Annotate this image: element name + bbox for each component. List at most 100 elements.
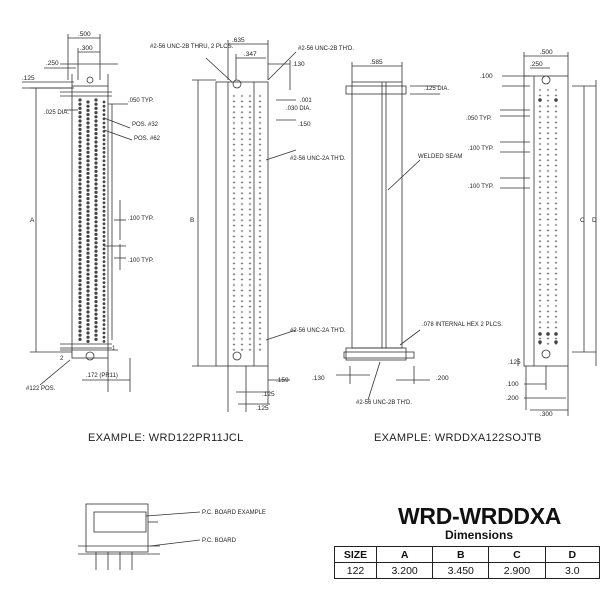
pin-mark bbox=[538, 88, 542, 92]
pin-mark bbox=[546, 164, 550, 167]
pin-dot bbox=[102, 180, 106, 184]
pin-dot bbox=[102, 109, 106, 112]
pin-dot bbox=[78, 279, 82, 283]
pin-dot bbox=[86, 171, 90, 175]
pin-mark bbox=[538, 240, 542, 243]
pin-dot bbox=[94, 182, 98, 186]
pin-mark bbox=[240, 343, 244, 346]
pin-mark bbox=[554, 283, 558, 286]
pin-dot bbox=[86, 167, 90, 171]
pin-mark bbox=[232, 332, 236, 335]
pin-dot bbox=[102, 218, 106, 222]
pin-mark bbox=[546, 223, 550, 227]
pin-mark bbox=[538, 218, 542, 221]
pin-mark bbox=[538, 105, 542, 108]
pin-mark bbox=[554, 229, 558, 232]
pin-mark bbox=[258, 121, 262, 125]
pin-mark bbox=[258, 138, 262, 141]
pin-mark bbox=[258, 262, 262, 265]
pin-dot bbox=[86, 218, 90, 222]
pin-dot bbox=[78, 283, 82, 287]
pin-dot bbox=[86, 108, 90, 112]
pin-dot bbox=[78, 237, 82, 241]
svg-text:#2-56 UNC-2A TH'D.: #2-56 UNC-2A TH'D. bbox=[290, 328, 346, 334]
pin-dot bbox=[78, 161, 82, 165]
pin-dot bbox=[94, 258, 98, 262]
pin-dot bbox=[102, 306, 106, 310]
pin-mark bbox=[546, 272, 550, 275]
pin-mark bbox=[248, 332, 252, 335]
pin-dot bbox=[86, 327, 90, 331]
pin-dot bbox=[86, 268, 90, 272]
pin-mark bbox=[546, 229, 550, 232]
pin-dot bbox=[86, 176, 90, 180]
pin-mark bbox=[240, 197, 244, 200]
pin-dot bbox=[94, 190, 98, 194]
pin-mark bbox=[546, 99, 550, 102]
pin-dot bbox=[78, 127, 82, 131]
svg-text:C: C bbox=[580, 217, 585, 224]
pin-dot bbox=[78, 287, 82, 291]
pin-dot bbox=[86, 213, 90, 217]
pin-dot bbox=[94, 216, 98, 220]
pin-mark bbox=[248, 283, 252, 287]
pin-mark bbox=[538, 223, 542, 227]
pin-dot bbox=[86, 276, 90, 280]
pin-mark bbox=[554, 207, 558, 210]
pin-dot bbox=[78, 157, 82, 161]
pin-mark bbox=[258, 256, 262, 260]
svg-text:.050 TYP.: .050 TYP. bbox=[128, 98, 154, 104]
svg-text:.078 INTERNAL HEX 2 PLCS.: .078 INTERNAL HEX 2 PLCS. bbox=[422, 322, 503, 328]
pin-mark bbox=[258, 240, 262, 243]
pin-dot bbox=[86, 226, 90, 230]
pin-mark bbox=[546, 261, 550, 264]
pin-mark bbox=[258, 251, 262, 254]
pin-dot bbox=[78, 115, 82, 119]
pin-dot bbox=[102, 281, 106, 284]
pin-mark bbox=[554, 250, 558, 254]
pin-mark bbox=[248, 219, 252, 222]
pin-mark bbox=[248, 327, 252, 330]
pin-mark bbox=[538, 321, 542, 324]
svg-text:.125: .125 bbox=[256, 405, 269, 412]
pin-mark bbox=[258, 197, 262, 200]
pin-mark bbox=[248, 321, 252, 324]
pin-mark bbox=[258, 300, 262, 303]
pin-mark bbox=[232, 294, 236, 297]
pin-dot bbox=[102, 214, 106, 217]
pin-dot bbox=[94, 241, 98, 245]
pin-dot bbox=[94, 148, 98, 152]
pin-dot bbox=[94, 312, 98, 316]
pin-dot bbox=[86, 125, 90, 129]
pin-mark bbox=[538, 272, 542, 275]
pin-mark bbox=[546, 218, 550, 221]
pin-dot bbox=[94, 169, 98, 173]
pin-dot bbox=[102, 230, 106, 234]
pin-dot bbox=[78, 300, 82, 304]
pin-dot bbox=[78, 337, 82, 341]
pin-dot bbox=[102, 310, 106, 314]
pin-mark bbox=[554, 94, 558, 97]
pin-dot bbox=[78, 249, 82, 253]
pin-dot bbox=[102, 159, 106, 163]
svg-text:.100: .100 bbox=[506, 381, 519, 388]
drawing-3-labels: .500 .250 .100 .050 TYP. .100 TYP. .100 … bbox=[466, 49, 597, 418]
pin-mark bbox=[232, 278, 236, 281]
pin-mark bbox=[240, 224, 244, 227]
svg-text:1: 1 bbox=[112, 346, 116, 352]
pin-mark bbox=[248, 235, 252, 238]
pin-dot bbox=[94, 283, 98, 287]
pin-dot bbox=[86, 230, 90, 234]
svg-text:2: 2 bbox=[60, 356, 64, 362]
pin-mark bbox=[232, 213, 236, 216]
pin-mark bbox=[554, 299, 558, 302]
pin-dot bbox=[94, 325, 98, 329]
pin-dot bbox=[86, 134, 90, 138]
pin-mark bbox=[538, 267, 542, 270]
pin-dot bbox=[86, 331, 90, 335]
pin-dot bbox=[94, 333, 98, 337]
pin-dot bbox=[102, 264, 106, 268]
pin-mark bbox=[232, 262, 236, 265]
pin-dot bbox=[102, 243, 106, 247]
pin-mark bbox=[546, 94, 550, 97]
